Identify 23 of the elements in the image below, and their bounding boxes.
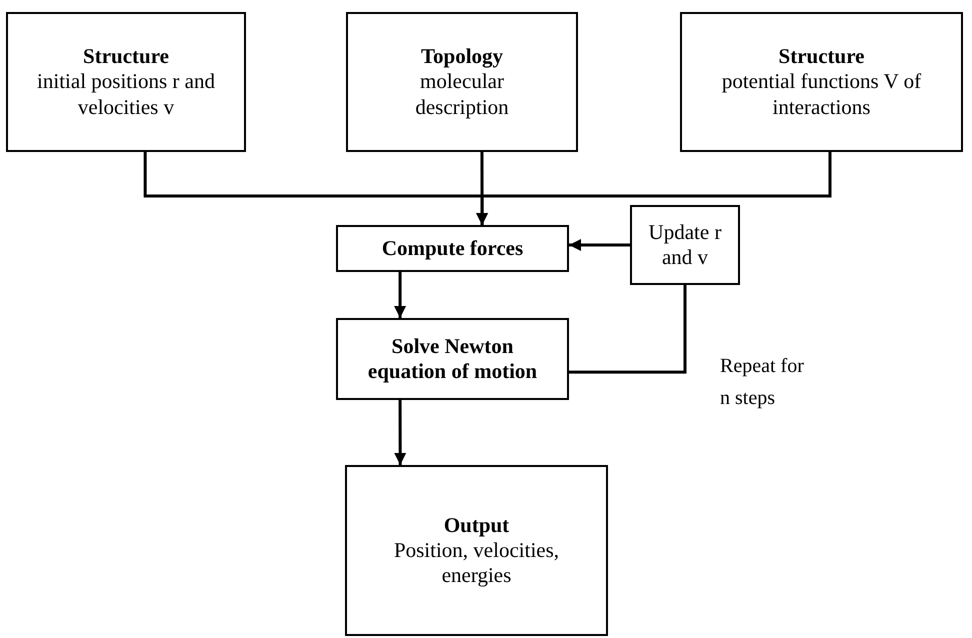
connector-arrow (394, 272, 406, 318)
process-box (346, 12, 578, 152)
process-box (680, 12, 963, 152)
box-text: molecular description (414, 69, 510, 120)
process-box (630, 205, 740, 285)
box-heading: Compute forces (382, 236, 524, 262)
box-heading: Structure (83, 44, 169, 70)
box-text: initial positions r and velocities v (36, 69, 216, 120)
connector-arrow (476, 152, 832, 225)
box-heading: Structure (778, 44, 864, 70)
connector-arrow (569, 239, 630, 251)
box-heading: Solve Newton equation of motion (366, 334, 538, 384)
process-box (6, 12, 246, 152)
connector-arrow (394, 400, 406, 465)
note-text: Repeat for n steps (720, 354, 805, 411)
process-box (336, 225, 569, 272)
process-box (345, 465, 608, 636)
process-box (336, 318, 569, 400)
box-text: Position, velocities, energies (392, 538, 560, 588)
box-heading: Topology (420, 44, 504, 70)
box-text: Update r and v (648, 220, 722, 270)
box-heading: Output (444, 512, 510, 538)
box-text: potential functions V of interactions (720, 69, 922, 120)
